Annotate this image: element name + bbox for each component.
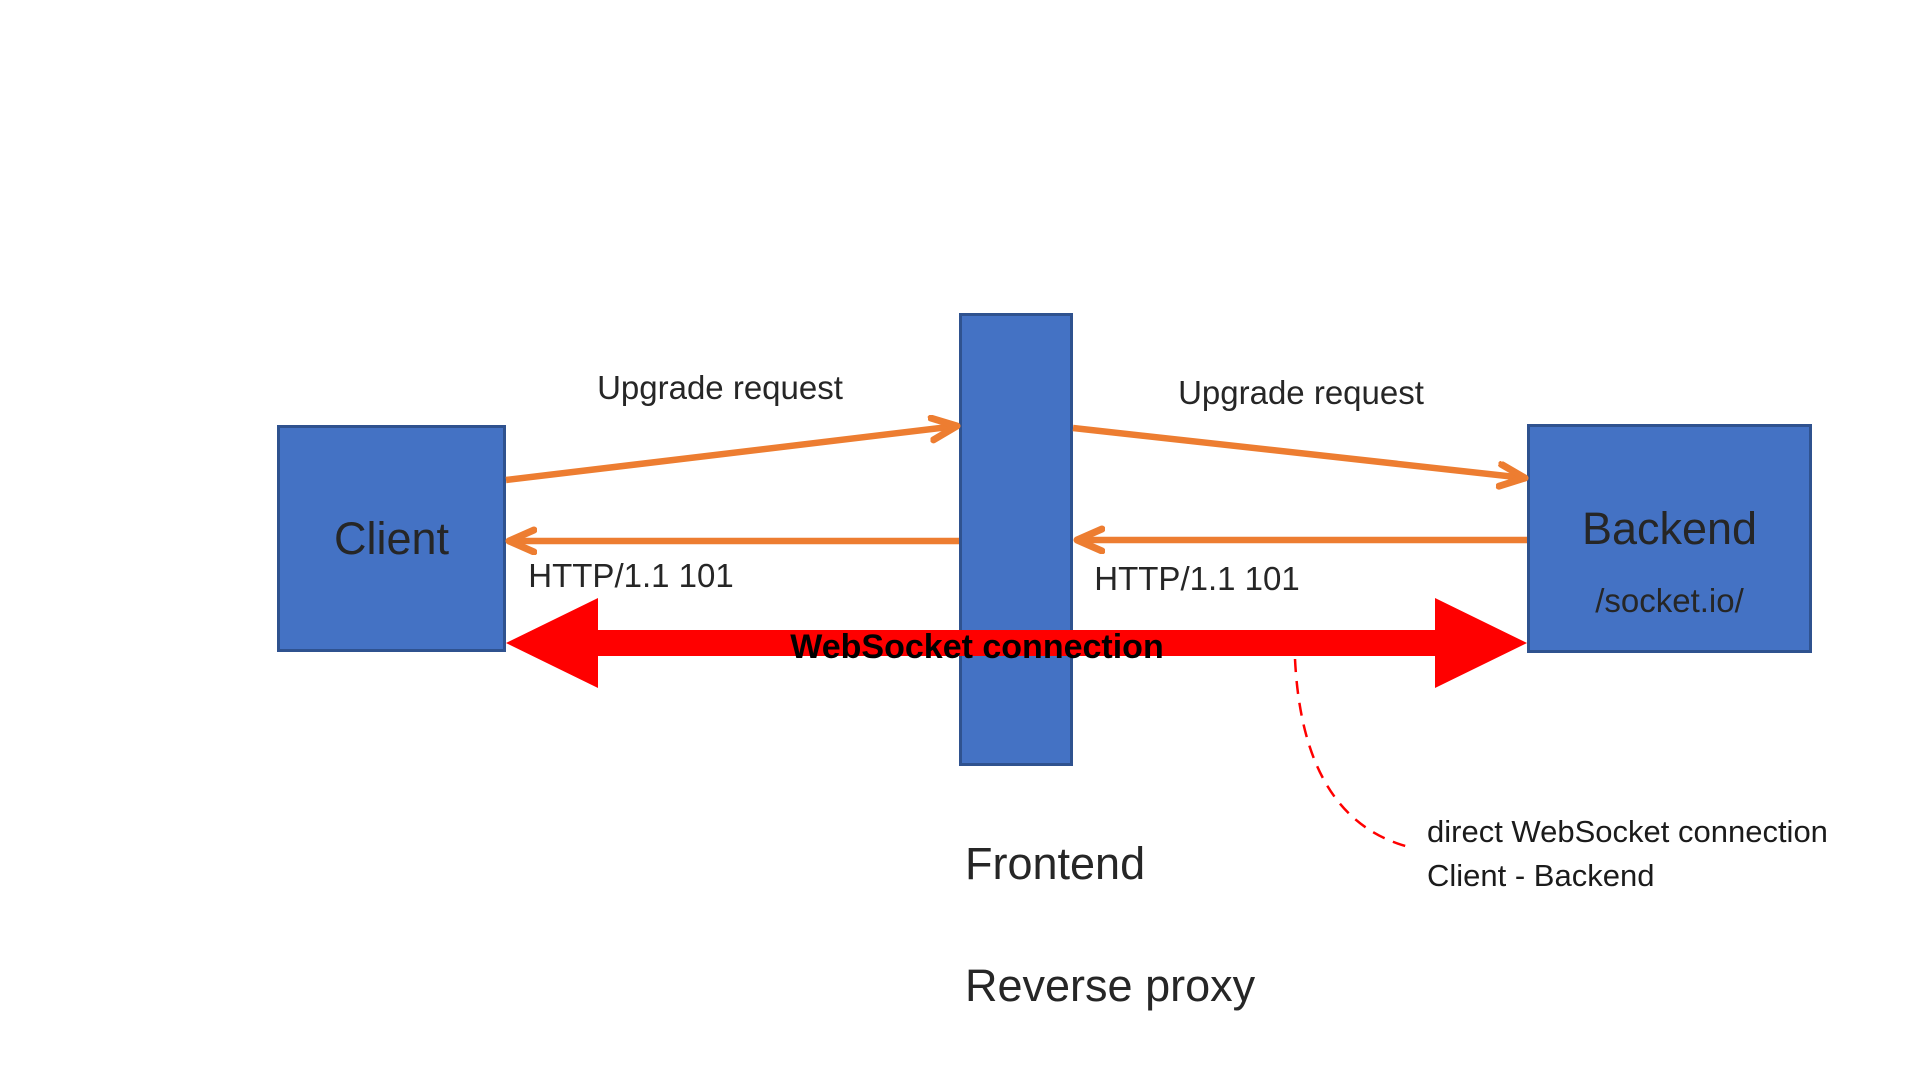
reverse-proxy-node-label: Frontend Reverse proxy — [965, 772, 1255, 1016]
http-101-label-right: HTTP/1.1 101 — [1094, 560, 1300, 597]
proxy-label-line2: Reverse proxy — [965, 960, 1256, 1011]
backend-node-label: Backend — [1581, 503, 1758, 554]
upgrade-request-arrow-proxy-to-backend — [1072, 424, 1525, 478]
upgrade-request-label-right: Upgrade request — [1178, 374, 1424, 411]
backend-socketio-path-label: /socket.io/ — [1595, 582, 1744, 619]
client-node-label: Client — [333, 512, 450, 564]
direct-websocket-annotation: direct WebSocket connection Client - Bac… — [1427, 810, 1828, 898]
annotation-line2: Client - Backend — [1427, 858, 1655, 893]
annotation-line1: direct WebSocket connection — [1427, 814, 1828, 849]
annotation-dashed-curve — [1293, 658, 1414, 850]
websocket-connection-label: WebSocket connection — [790, 628, 1164, 666]
proxy-label-line1: Frontend — [965, 838, 1146, 889]
upgrade-request-arrow-client-to-proxy — [505, 426, 957, 484]
client-node-box — [277, 425, 506, 652]
http-101-label-left: HTTP/1.1 101 — [528, 557, 734, 594]
reverse-proxy-node-box — [959, 313, 1073, 766]
upgrade-request-label-left: Upgrade request — [597, 369, 843, 406]
backend-node-box — [1527, 424, 1812, 653]
